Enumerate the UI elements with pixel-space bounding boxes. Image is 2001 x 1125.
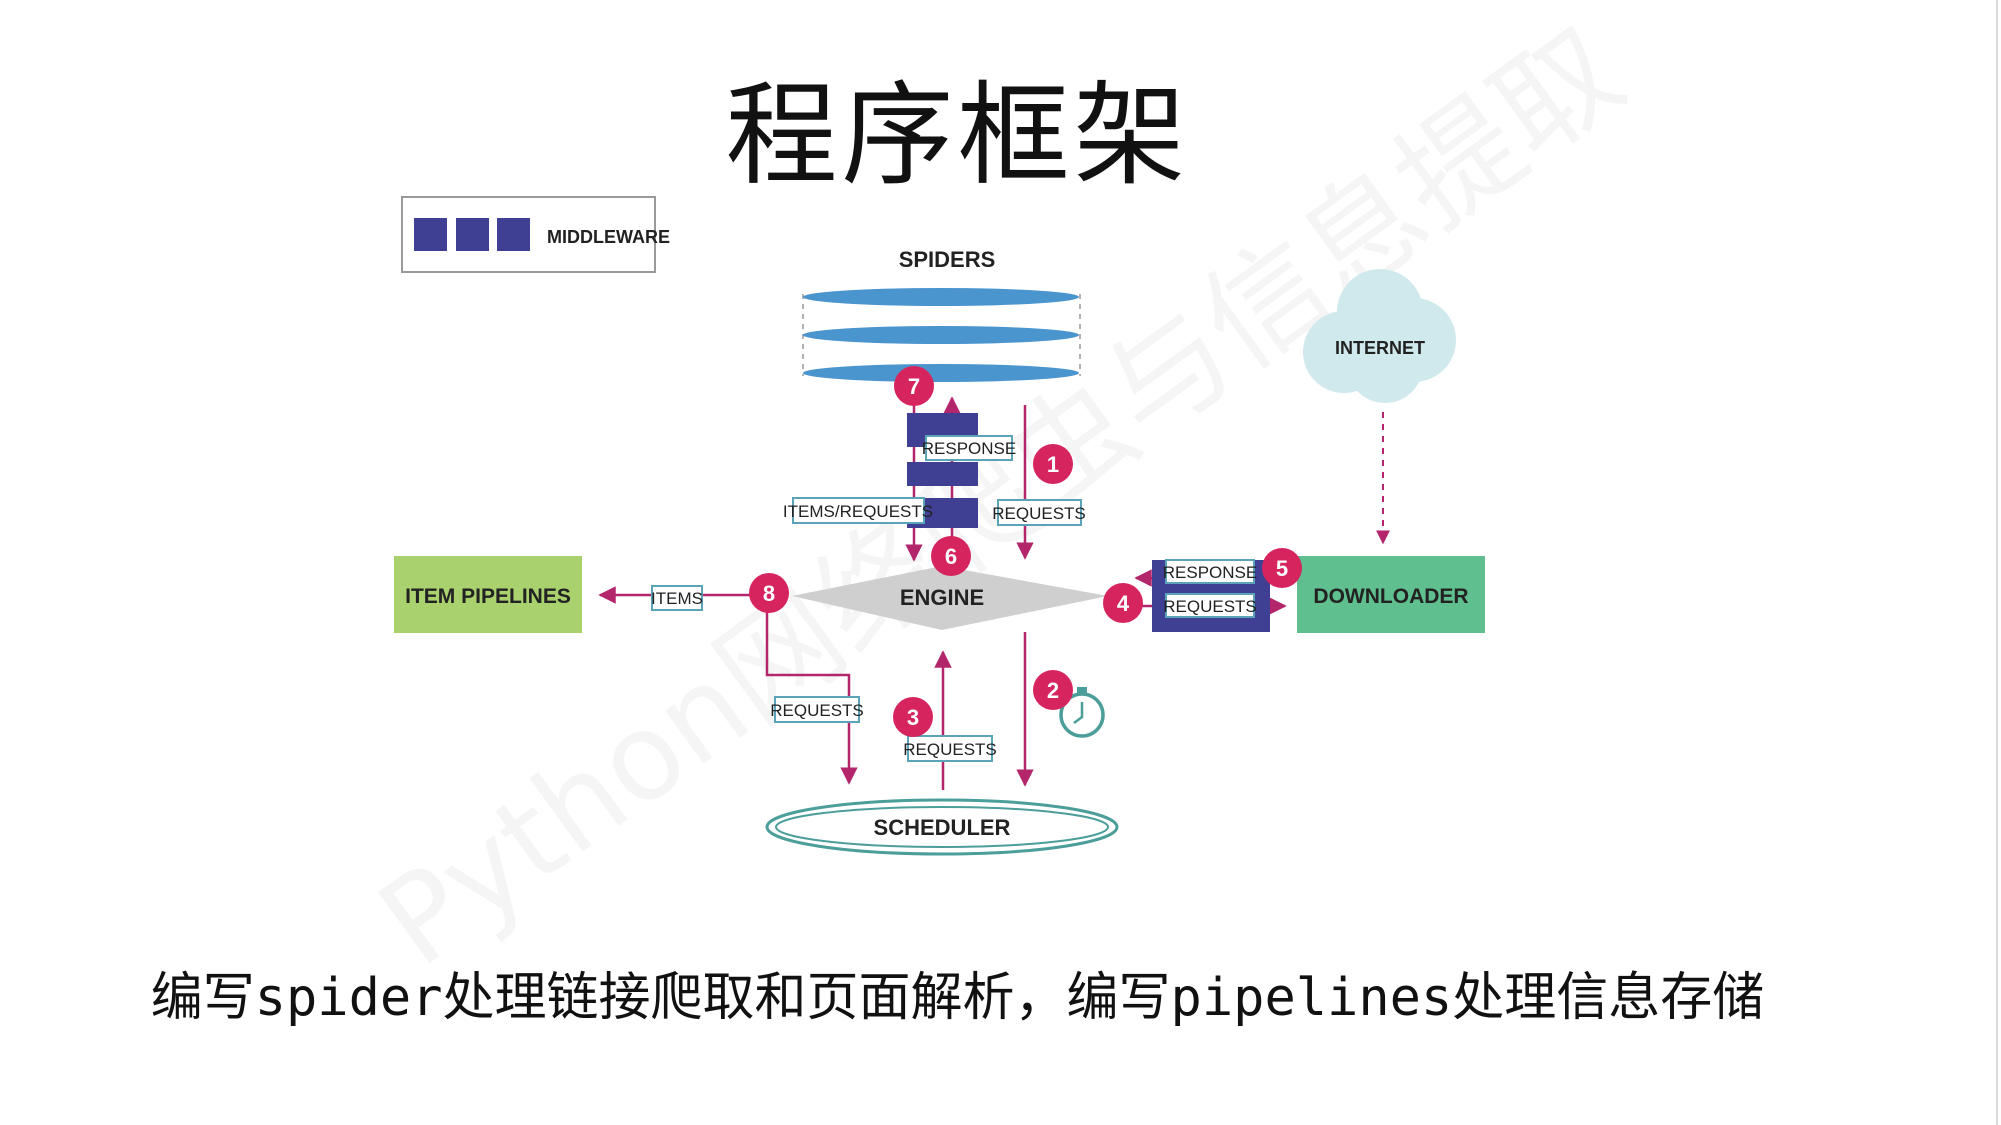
internet-label: INTERNET — [1335, 338, 1425, 358]
legend-middleware-swatch — [456, 218, 489, 251]
step-badges: 1 2 3 4 5 6 7 8 — [749, 366, 1302, 737]
spider-disc — [803, 326, 1079, 344]
tag-box — [651, 585, 703, 611]
item-pipelines-label: ITEM PIPELINES — [405, 585, 571, 608]
step-number-3: 3 — [907, 705, 919, 730]
step-badge-3 — [893, 697, 933, 737]
item-pipelines-component: ITEM PIPELINES — [394, 556, 582, 633]
tag-box — [997, 499, 1082, 526]
tag-box — [907, 735, 993, 762]
cloud-part — [1347, 327, 1423, 403]
middleware-block — [907, 462, 978, 486]
tag-items: ITEMS — [651, 589, 703, 608]
downloader-label: DOWNLOADER — [1313, 585, 1468, 608]
tag-box — [774, 696, 860, 723]
engine-component: ENGINE — [792, 566, 1108, 630]
downloader-box — [1297, 556, 1485, 633]
engine-label: ENGINE — [900, 585, 984, 610]
spiders-component: SPIDERS — [802, 247, 1081, 382]
step-number-1: 1 — [1047, 452, 1059, 477]
legend-middleware-swatch — [414, 218, 447, 251]
tag-requests-1: REQUESTS — [992, 504, 1086, 523]
step-number-8: 8 — [763, 581, 775, 606]
step-number-7: 7 — [908, 374, 920, 399]
scheduler-label: SCHEDULER — [874, 815, 1011, 840]
step-badge-6 — [931, 536, 971, 576]
step-badge-2 — [1033, 670, 1073, 710]
step-badge-5 — [1262, 548, 1302, 588]
spider-disc — [803, 364, 1079, 382]
step-badge-4 — [1103, 583, 1143, 623]
step-number-2: 2 — [1047, 678, 1059, 703]
arrow-requests-to-scheduler — [765, 612, 858, 785]
tag-response-top: RESPONSE — [922, 439, 1016, 458]
step-badge-1 — [1033, 444, 1073, 484]
slide-title: 程序框架 — [725, 71, 1190, 201]
stopwatch-hands — [1073, 702, 1084, 724]
tag-requests-3: REQUESTS — [903, 740, 997, 759]
tag-box — [792, 497, 925, 524]
step-number-5: 5 — [1276, 556, 1288, 581]
middleware-legend: MIDDLEWARE — [401, 196, 670, 273]
tag-items-requests: ITEMS/REQUESTS — [783, 502, 933, 521]
step-badge-8 — [749, 573, 789, 613]
step-badge-7 — [894, 366, 934, 406]
legend-middleware-swatch — [497, 218, 530, 251]
stopwatch-crown — [1077, 687, 1087, 694]
spider-disc — [803, 288, 1079, 306]
engine-shape — [792, 566, 1108, 630]
spiders-label: SPIDERS — [899, 247, 996, 272]
slide-edge — [1996, 0, 1998, 1125]
tag-box — [925, 435, 1013, 461]
tag-response-right: RESPONSE — [1163, 563, 1257, 582]
legend-label: MIDDLEWARE — [547, 227, 670, 247]
downloader-component: DOWNLOADER — [1297, 556, 1485, 633]
tag-requests-right: REQUESTS — [1163, 597, 1257, 616]
slide-caption: 编写spider处理链接爬取和页面解析，编写pipelines处理信息存储 — [150, 968, 1765, 1028]
step-number-4: 4 — [1117, 591, 1130, 616]
step-number-6: 6 — [945, 544, 957, 569]
internet-cloud: INTERNET — [1303, 269, 1456, 403]
scheduler-inner-ring — [775, 806, 1109, 848]
tag-requests-left: REQUESTS — [770, 701, 864, 720]
tag-box — [1165, 559, 1255, 584]
scheduler-component: SCHEDULER — [765, 798, 1119, 856]
flow-tags: RESPONSE ITEMS/REQUESTS REQUESTS ITEMS R… — [651, 435, 1257, 762]
stopwatch-face — [1059, 692, 1105, 738]
tag-box — [1165, 593, 1255, 618]
stopwatch-icon — [1059, 687, 1105, 738]
item-pipelines-box — [394, 556, 582, 633]
